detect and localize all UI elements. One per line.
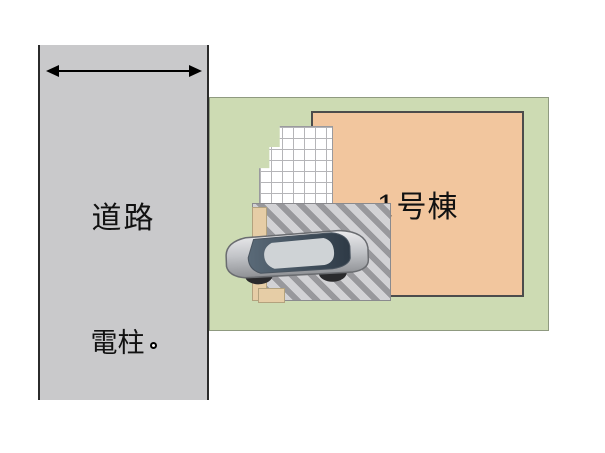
road-label: 道路 <box>91 201 156 236</box>
utility-pole-icon <box>149 342 157 349</box>
utility-pole-group: 電柱 <box>40 321 207 360</box>
utility-pole-label: 電柱 <box>90 328 145 359</box>
road-area: 道路 電柱 <box>38 45 209 400</box>
entrance-step-bottom <box>258 288 285 303</box>
car-icon <box>219 213 373 288</box>
road-width-arrow-icon <box>44 63 204 79</box>
